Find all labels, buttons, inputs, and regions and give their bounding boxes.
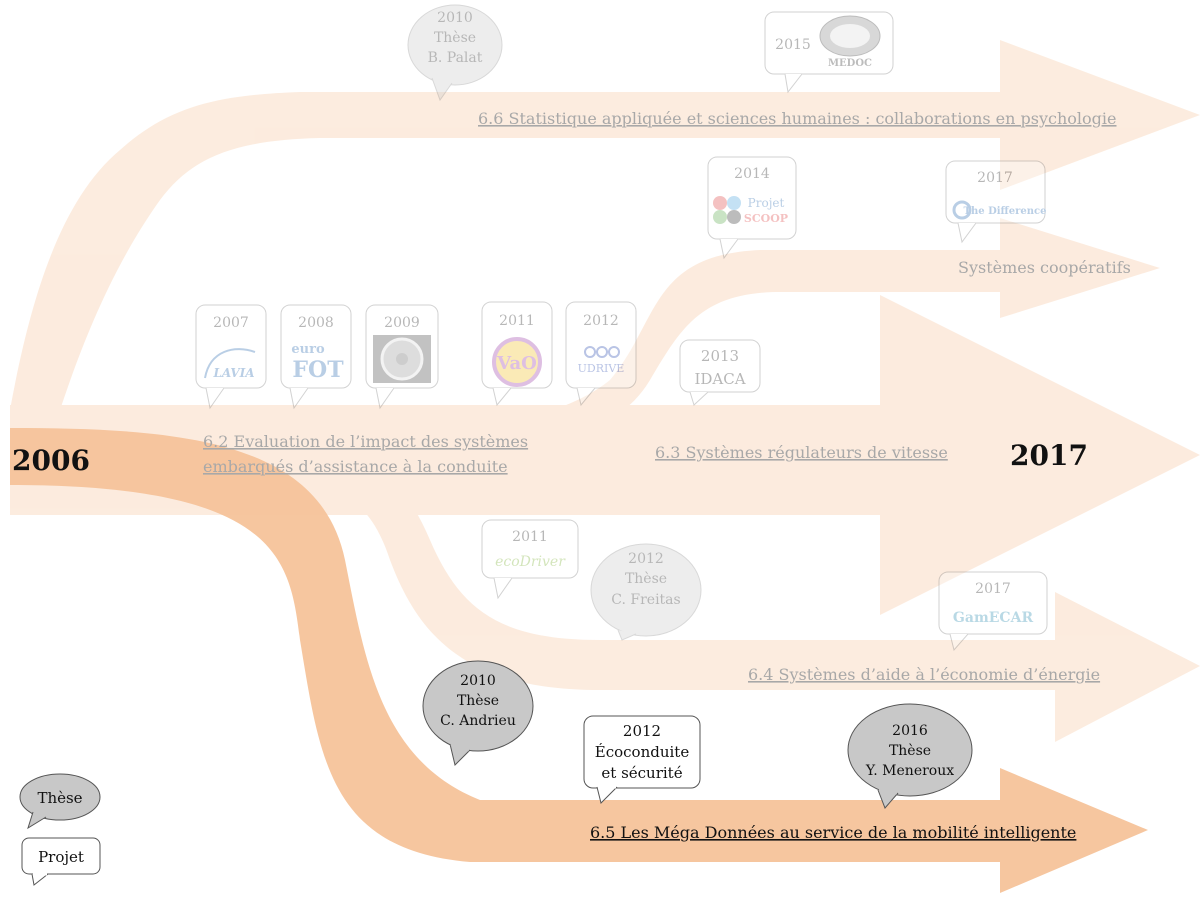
bubble-the-difference: 2017 The Difference [945,160,1047,244]
bubble-gamecar: 2017 GamECAR [938,571,1048,652]
bubble-lavia: 2007 LAVIA [195,304,267,410]
svg-text:SCOOP: SCOOP [744,212,788,225]
ecoconduite-year: 2012 [623,722,661,740]
eurofot-logo: euro FOT [291,342,344,383]
ecoconduite-line2: et sécurité [601,764,682,782]
bubble-eurofot: 2008 euro FOT [280,304,352,410]
svg-text:euro: euro [291,342,325,357]
freitas-year: 2012 [628,551,664,567]
idaca-year: 2013 [701,347,739,365]
bubble-scoop: 2014 Projet SCOOP [707,156,797,260]
meneroux-year: 2016 [892,723,928,739]
palat-name: B. Palat [428,50,483,66]
arrow-6-6 [10,40,1200,410]
ecoconduite-line1: Écoconduite [595,743,690,761]
bubble-ecodriver: 2011 ecoDriver [481,519,579,600]
arrow-cooperatifs [370,218,1160,452]
bubble-2009: 2009 [365,304,439,410]
legend-these: Thèse [19,773,101,830]
svg-text:The Difference: The Difference [964,206,1047,217]
bubble-these-palat: 2010 Thèse B. Palat [407,4,503,102]
udrive-year: 2012 [583,313,619,329]
udrive-logo: UDRIVE [578,346,625,375]
bubble-ecoconduite: 2012 Écoconduite et sécurité [583,715,701,804]
legend-these-label: Thèse [37,789,82,807]
ecodriver-logo: ecoDriver [495,554,566,570]
palat-type: Thèse [434,30,476,46]
andrieu-type: Thèse [457,693,499,709]
track-label-6-4[interactable]: 6.4 Systèmes d’aide à l’économie d’énerg… [748,665,1100,684]
track-label-6-3[interactable]: 6.3 Systèmes régulateurs de vitesse [655,443,948,462]
track-label-6-6[interactable]: 6.6 Statistique appliquée et sciences hu… [478,109,1117,128]
vao-logo: VaO [492,337,542,387]
legend-projet-label: Projet [38,848,84,866]
medoc-logo: MEDOC [819,15,881,69]
gamecar-logo: GamECAR [953,610,1034,626]
freitas-type: Thèse [625,571,667,587]
arrow-6-3 [10,295,1200,615]
palat-year: 2010 [437,10,473,26]
legend: Thèse Projet [19,773,101,886]
track-label-cooperatifs: Systèmes coopératifs [958,258,1131,277]
ecodriver-year: 2011 [512,529,548,545]
track-label-6-5[interactable]: 6.5 Les Méga Données au service de la mo… [590,823,1076,842]
svg-text:LAVIA: LAVIA [212,366,254,380]
start-year: 2006 [12,444,90,477]
andrieu-year: 2010 [460,673,496,689]
andrieu-name: C. Andrieu [440,713,516,729]
lavia-year: 2007 [213,315,249,331]
svg-text:UDRIVE: UDRIVE [578,362,625,375]
bubble-these-freitas: 2012 Thèse C. Freitas [590,543,702,641]
medoc-year: 2015 [775,37,811,53]
arrow-6-5 [10,428,1148,893]
svg-text:MEDOC: MEDOC [828,58,872,69]
y2009-year: 2009 [384,315,420,331]
bubble-these-meneroux: 2016 Thèse Y. Meneroux [847,703,973,809]
gamecar-year: 2017 [975,581,1011,597]
scoop-year: 2014 [734,166,770,182]
bubble-vao: 2011 VaO [481,301,553,407]
svg-text:VaO: VaO [496,353,537,374]
difference-year: 2017 [977,170,1013,186]
steering-wheel-icon [373,335,431,383]
lavia-logo: LAVIA [204,348,256,380]
vao-year: 2011 [499,313,535,329]
track-label-6-2-line2[interactable]: embarqués d’assistance à la conduite [203,457,508,476]
freitas-name: C. Freitas [611,592,680,608]
eurofot-year: 2008 [298,315,334,331]
faded-arrows [10,40,1200,742]
bubble-idaca: 2013 IDACA [679,339,761,406]
meneroux-name: Y. Meneroux [865,763,954,779]
svg-text:FOT: FOT [292,357,344,383]
the-difference-logo: The Difference [952,200,1047,220]
svg-text:Projet: Projet [748,196,785,210]
track-label-6-2-line1[interactable]: 6.2 Evaluation de l’impact des systèmes [203,432,528,451]
idaca-name: IDACA [694,370,745,388]
meneroux-type: Thèse [889,743,931,759]
bubble-these-andrieu: 2010 Thèse C. Andrieu [422,660,534,766]
scoop-logo: Projet SCOOP [713,196,788,225]
bubble-udrive: 2012 UDRIVE [565,301,637,407]
legend-projet: Projet [21,837,101,886]
bubble-medoc: 2015 MEDOC [764,11,894,94]
end-year: 2017 [1010,439,1088,472]
faded-bubbles: 2010 Thèse B. Palat 2015 MEDOC 2014 [195,4,1048,652]
